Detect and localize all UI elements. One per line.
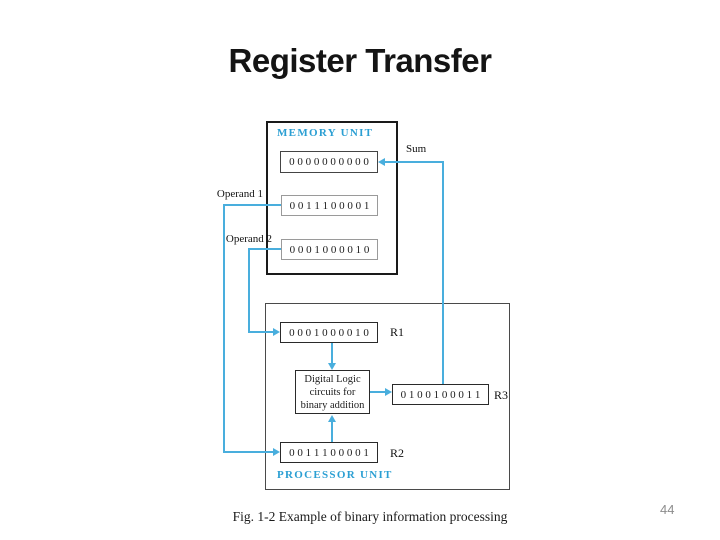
operand2-register: 0 0 0 1 0 0 0 0 1 0 — [281, 239, 378, 260]
logic-box-line2: circuits for — [309, 386, 356, 398]
arrow-into-logic-bottom-icon — [328, 415, 336, 422]
r3-label: R3 — [494, 388, 509, 402]
arrow-into-r1-icon — [273, 328, 280, 336]
operand1-line-top — [223, 204, 281, 206]
logic-box-line3: binary addition — [300, 399, 365, 411]
r1-label: R1 — [390, 325, 405, 339]
arrow-into-r2-icon — [273, 448, 280, 456]
processor-unit-label: PROCESSOR UNIT — [277, 469, 393, 481]
r1-to-logic-line — [331, 343, 333, 365]
operand2-line-bottom — [248, 331, 275, 333]
sum-register: 0 0 0 0 0 0 0 0 0 0 — [280, 151, 378, 173]
sum-line-vertical — [442, 161, 444, 384]
operand2-label: Operand 2 — [225, 233, 272, 245]
operand2-line-top — [248, 248, 281, 250]
sum-line-label: Sum — [406, 143, 427, 155]
logic-to-r3-line — [370, 391, 387, 393]
digital-logic-box: Digital Logic circuits for binary additi… — [295, 370, 370, 414]
operand1-register: 0 0 1 1 1 0 0 0 0 1 — [281, 195, 378, 216]
operand2-line-vertical — [248, 248, 250, 333]
operand1-label: Operand 1 — [216, 188, 263, 200]
r3-register: 0 1 0 0 1 0 0 0 1 1 — [392, 384, 489, 405]
arrow-into-logic-top-icon — [328, 363, 336, 370]
slide-title: Register Transfer — [228, 42, 492, 79]
memory-unit-label: MEMORY UNIT — [277, 127, 374, 139]
r1-register: 0 0 0 1 0 0 0 0 1 0 — [280, 322, 378, 343]
r2-register: 0 0 1 1 1 0 0 0 0 1 — [280, 442, 378, 463]
page-number: 44 — [660, 502, 675, 517]
operand1-line-bottom — [223, 451, 275, 453]
figure-caption: Fig. 1-2 Example of binary information p… — [232, 509, 508, 524]
arrow-into-sum-icon — [378, 158, 385, 166]
sum-line-horizontal — [384, 161, 444, 163]
logic-box-line1: Digital Logic — [304, 373, 361, 385]
operand1-line-vertical — [223, 204, 225, 452]
arrow-into-r3-icon — [385, 388, 392, 396]
r2-label: R2 — [390, 446, 405, 460]
r2-to-logic-line — [331, 421, 333, 442]
